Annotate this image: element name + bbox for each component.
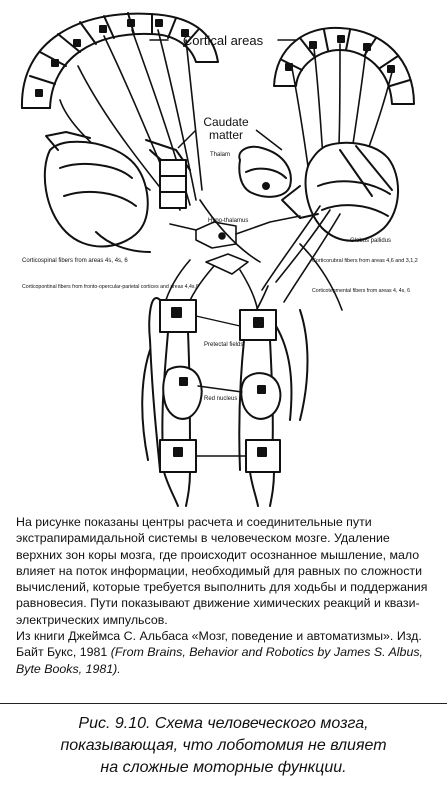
caudate-label-line1: Caudate: [203, 115, 249, 129]
descending-fibers: [163, 199, 343, 321]
left-basal-ganglia: [43, 131, 191, 253]
corticotegmental-fibers-label: Corticotegmental fibers from areas 4, 4s…: [312, 288, 410, 294]
hypothalamus-label: Hypo-thalamus: [208, 218, 248, 224]
figure-description: На рисунке показаны центры расчета и сое…: [16, 514, 431, 677]
figure-caption: Рис. 9.10. Схема человеческого мозга, по…: [0, 703, 447, 779]
cortical-areas-label: Cortical areas: [183, 33, 264, 48]
globus-pallidus-label: Globus pallidus: [350, 238, 391, 244]
left-brainstem-column: [141, 297, 203, 507]
thalamus: [238, 145, 292, 198]
description-paragraph: На рисунке показаны центры расчета и сое…: [16, 515, 428, 627]
caudate-label-line2: matter: [209, 128, 243, 142]
caption-line-1: Рис. 9.10. Схема человеческого мозга,: [78, 715, 369, 732]
source-line: Из книги Джеймса С. Альбаса «Мозг, повед…: [16, 629, 422, 660]
right-basal-ganglia: [281, 141, 399, 242]
corticopontinal-fibers-label: Corticopontinal fibers from fronto-operc…: [22, 284, 199, 290]
pretectal-fields-label: Pretectal fields: [204, 342, 243, 348]
corticorubral-fibers-label: Corticorubral fibers from areas 4,6 and …: [312, 258, 418, 264]
caption-line-3: на сложные моторные функции.: [100, 759, 347, 776]
right-cortex-arc: [273, 26, 415, 105]
description-source: Из книги Джеймса С. Альбаса «Мозг, повед…: [16, 628, 431, 677]
red-nucleus-label: Red nucleus: [204, 396, 237, 402]
corticospinal-fibers-label: Corticospinal fibers from areas 4s, 4s, …: [22, 258, 128, 264]
brain-pathway-diagram: Cortical areas Caudate matter Thalam Hyp…: [20, 12, 418, 507]
source-italic: (From Brains, Behavior and Robotics by J…: [16, 645, 423, 676]
right-brainstem-column: [238, 309, 309, 507]
thalamus-label: Thalam: [210, 152, 230, 158]
caption-line-2: показывающая, что лоботомия не влияет: [60, 737, 387, 754]
hypothalamus-region: [169, 215, 301, 275]
